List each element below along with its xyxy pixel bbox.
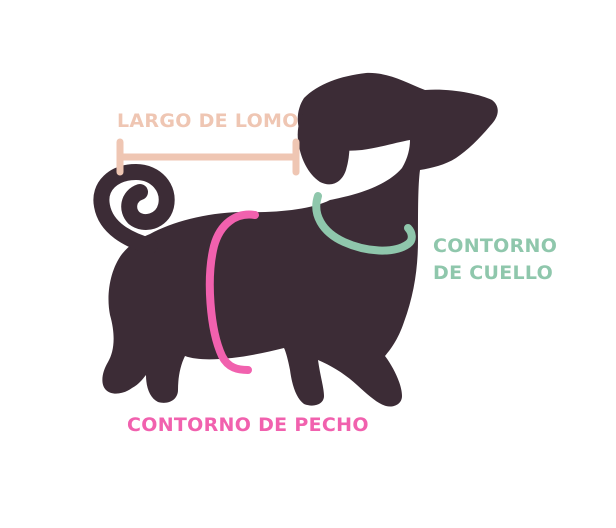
- neck-girth-label-line1: CONTORNO: [433, 235, 558, 257]
- back-length-label: LARGO DE LOMO: [117, 110, 299, 132]
- chest-girth-label: CONTORNO DE PECHO: [127, 414, 369, 436]
- chest-ring: [205, 210, 259, 374]
- neck-girth-label-line2: DE CUELLO: [433, 262, 554, 284]
- dog-silhouette: [93, 72, 498, 407]
- dog-tail: [93, 163, 175, 254]
- dog-ear: [297, 95, 350, 185]
- neck-girth-label: CONTORNO DE CUELLO: [433, 233, 557, 287]
- dog-body: [102, 72, 498, 407]
- neck-ring: [312, 192, 416, 255]
- back-length-bar: [116, 138, 300, 176]
